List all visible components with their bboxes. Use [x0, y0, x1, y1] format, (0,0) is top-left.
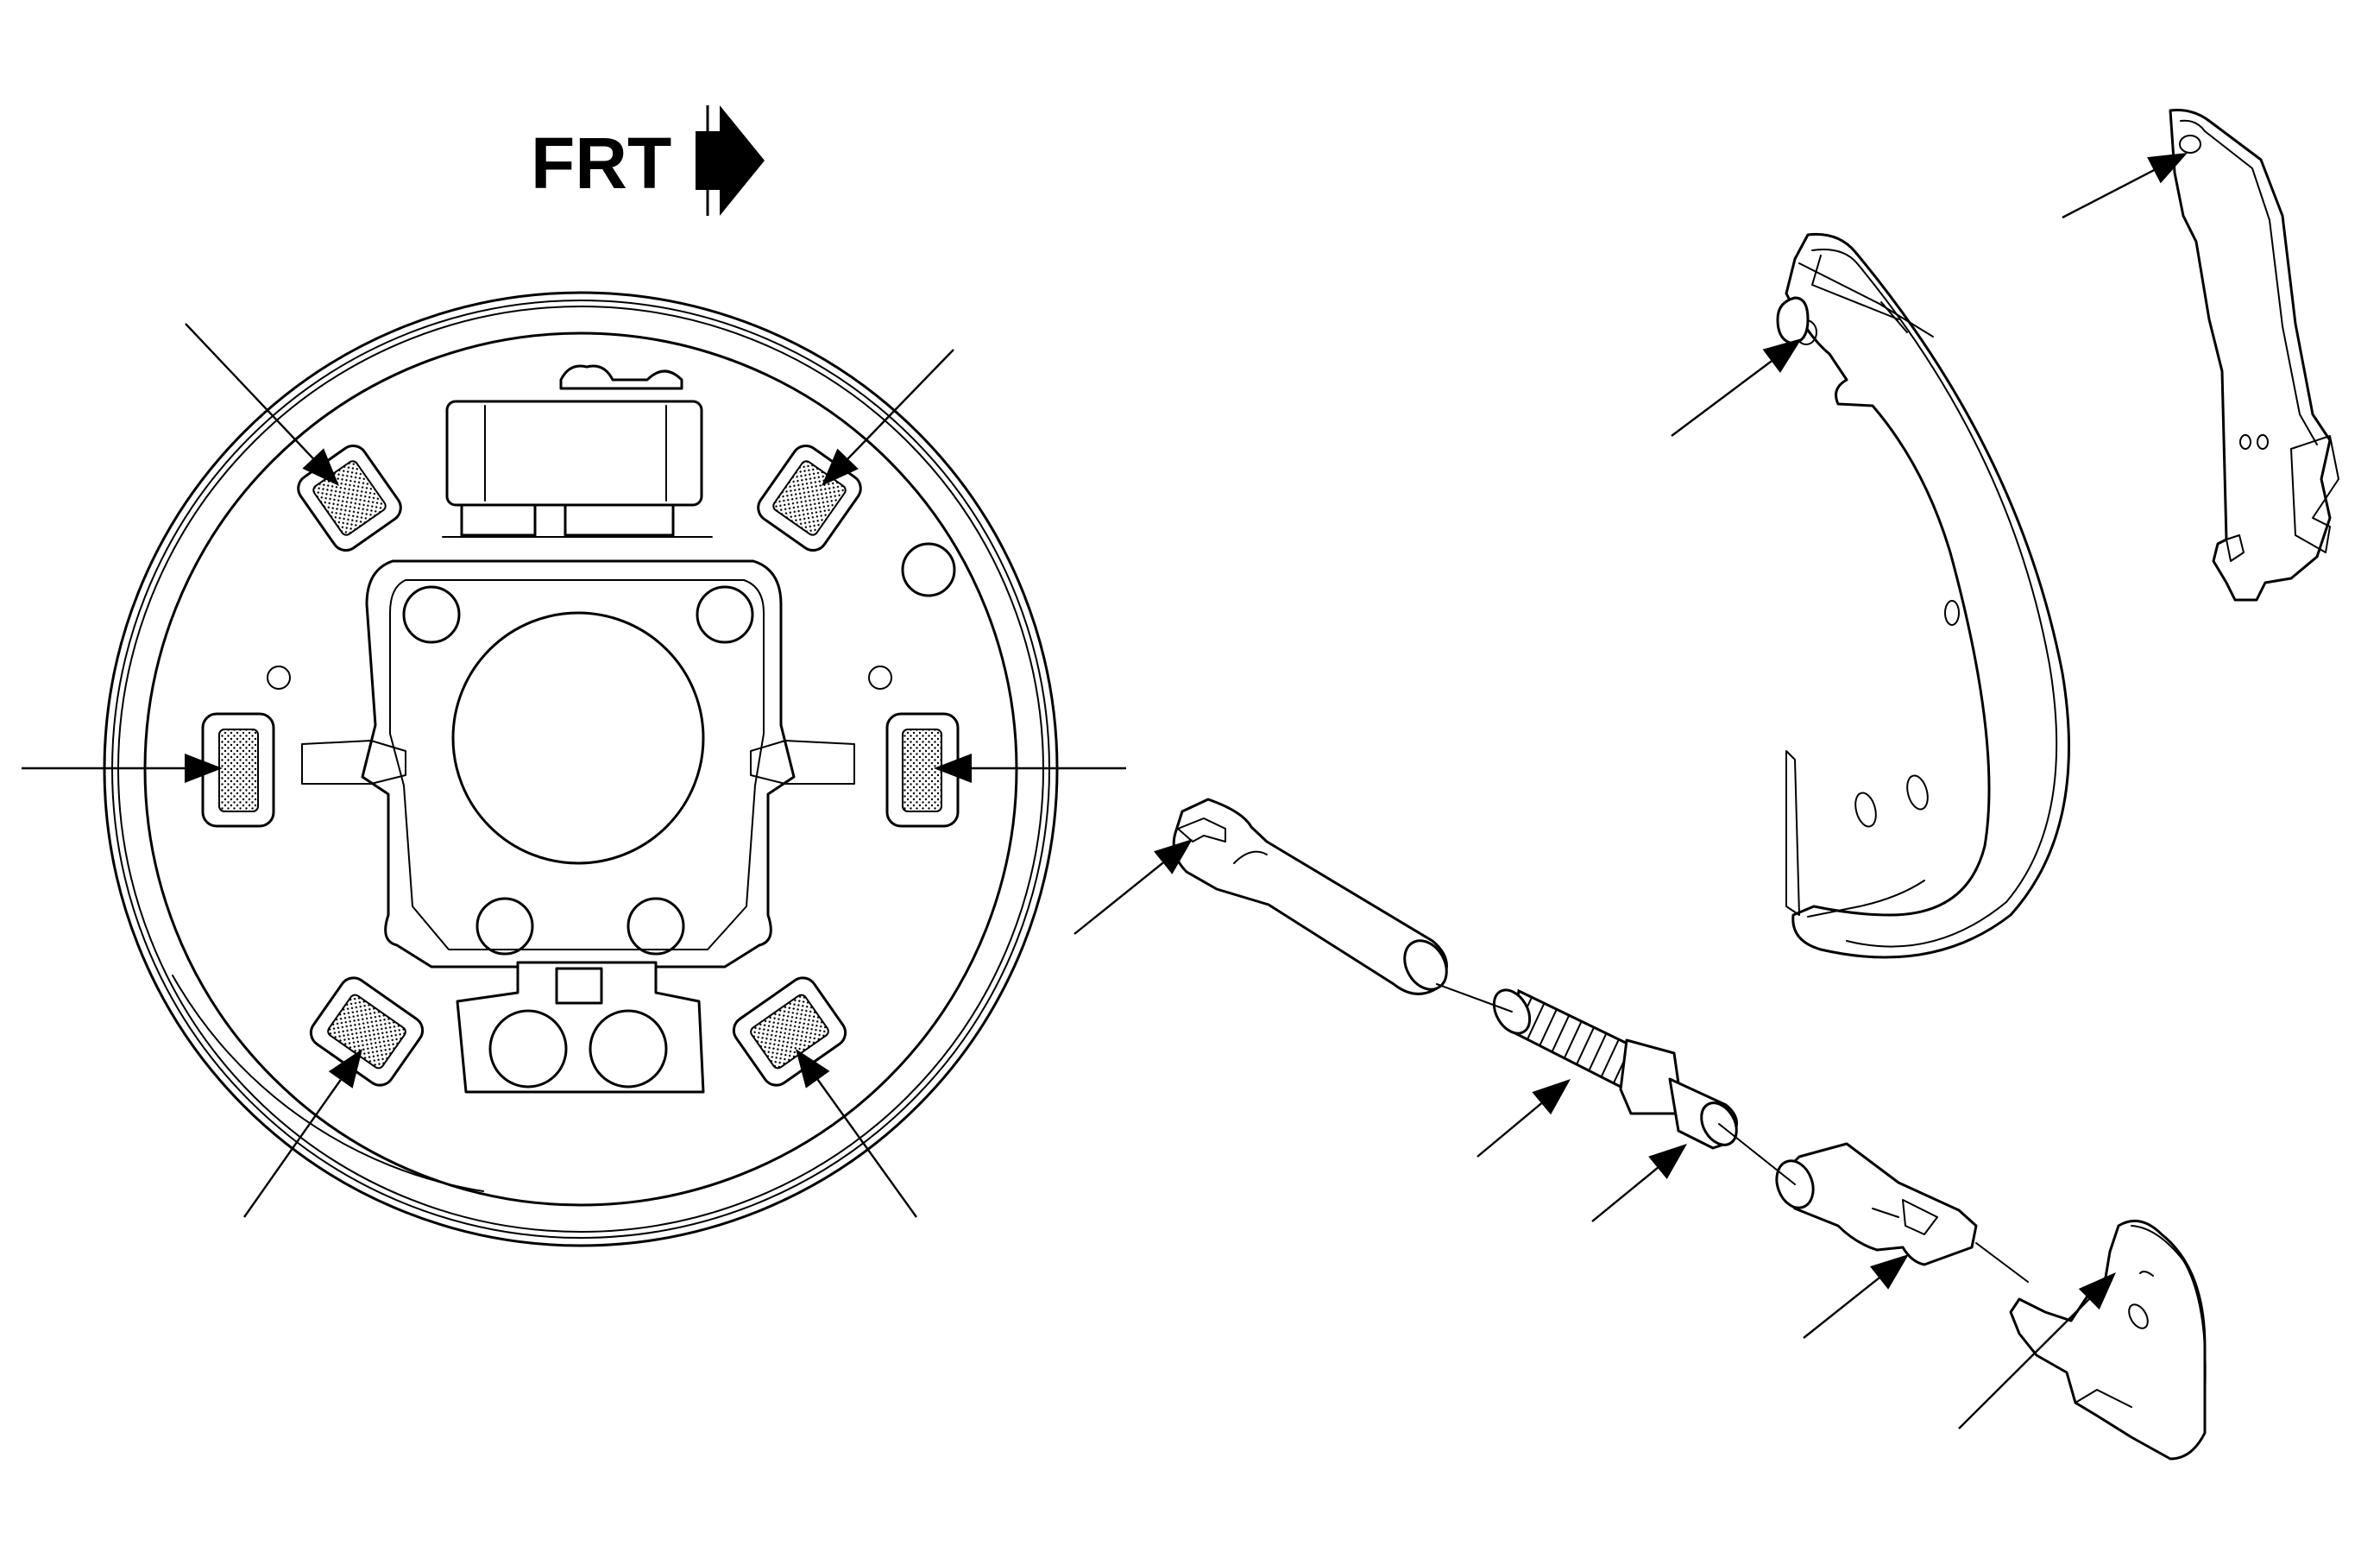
leader-pad-lower-left [243, 1049, 362, 1218]
contact-pad-upper-left [297, 445, 402, 552]
arrowhead-icon [2147, 153, 2188, 184]
leader-pad-upper-right [822, 349, 954, 486]
contact-pad-lower-left [309, 976, 425, 1087]
leader-pad-right [934, 754, 1126, 783]
leader-shoe-pin [1671, 338, 1802, 437]
arrowhead-icon [2078, 1272, 2116, 1310]
arrowhead-icon [1532, 1079, 1571, 1115]
leader-lever-hole [2062, 153, 2188, 219]
assembly-axis-line [1436, 983, 2029, 1283]
brake-shoe [1776, 232, 2070, 959]
arrowhead-icon [1154, 839, 1193, 874]
arrowhead-icon [796, 1049, 830, 1089]
arrowhead-icon [822, 448, 859, 486]
arrowhead-icon [934, 754, 972, 783]
arrowhead-icon [328, 1049, 362, 1089]
leader-adjuster-lever [1958, 1272, 2116, 1429]
backing-plate-flange [361, 559, 796, 969]
adjuster-socket [1172, 798, 1448, 995]
backing-plate [103, 291, 1059, 1247]
adjuster-sleeve [1775, 1142, 1978, 1266]
leader-screw-end [1591, 1144, 1687, 1222]
adjuster-screw [1492, 988, 1738, 1150]
leader-line [243, 1079, 342, 1218]
leader-line [847, 349, 954, 460]
wheel-cylinder [442, 364, 713, 538]
arrowhead-icon [302, 448, 339, 486]
leader-arrows [22, 153, 2188, 1429]
leader-line [1591, 1166, 1659, 1222]
leader-pad-lower-right [796, 1049, 917, 1218]
leader-socket-slot [1074, 839, 1193, 935]
leader-screw-thread [1476, 1079, 1571, 1158]
leader-pad-upper-left [185, 323, 339, 486]
leader-line [816, 1079, 917, 1218]
leader-pad-left [22, 754, 223, 783]
arrowhead-icon [1869, 1254, 1909, 1290]
parking-brake-lever [2169, 109, 2339, 602]
leader-sleeve-slot [1803, 1254, 1909, 1339]
arrowhead-icon [1648, 1144, 1687, 1180]
adjuster-lever [2009, 1219, 2207, 1461]
leader-line [1671, 360, 1772, 437]
right-arrow-icon [696, 105, 765, 216]
arrowhead-icon [185, 754, 223, 783]
arrowhead-icon [1762, 338, 1802, 373]
leader-line [1958, 1298, 2090, 1429]
frt-label: FRT [531, 123, 671, 204]
leader-line [1074, 861, 1164, 935]
direction-marker: FRT [531, 105, 765, 216]
leader-line [2062, 169, 2155, 219]
leader-line [1803, 1277, 1880, 1339]
leader-line [1476, 1102, 1542, 1158]
contact-pad-lower-right [732, 976, 847, 1087]
anchor-block [456, 961, 705, 1094]
leader-line [185, 323, 314, 459]
